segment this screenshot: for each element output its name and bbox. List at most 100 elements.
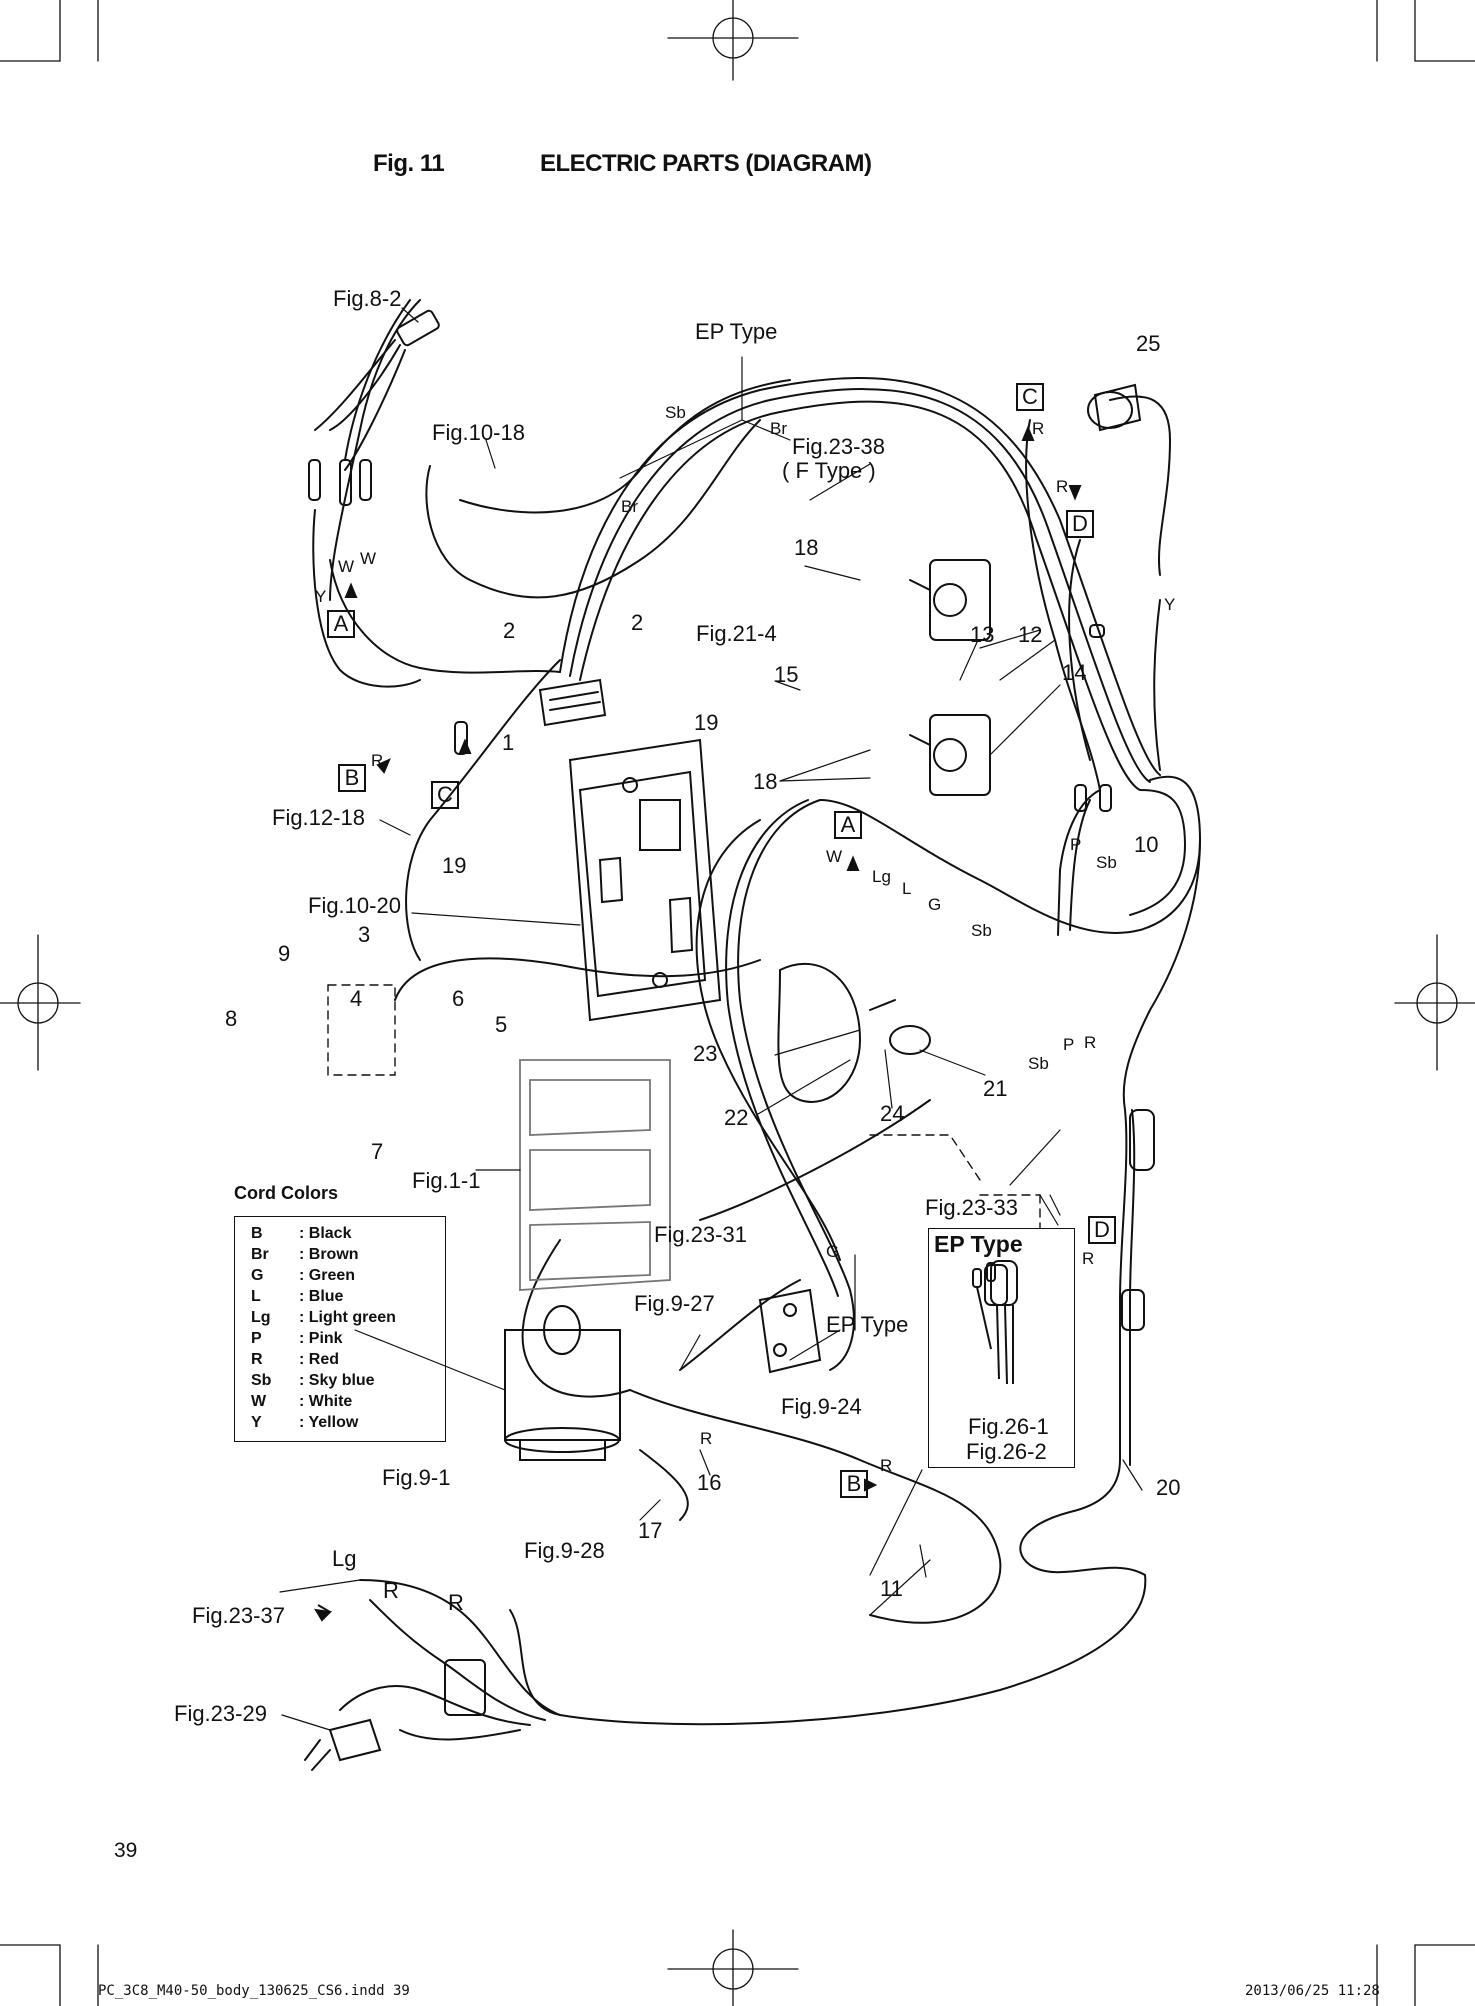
legend-row: R: Red xyxy=(235,1351,445,1372)
wire-code-g-mid: G xyxy=(928,895,942,914)
wire-code-r-d: R xyxy=(1056,477,1069,496)
ref-ep-type-mid: EP Type xyxy=(826,1312,909,1337)
legend-color: : Yellow xyxy=(299,1414,359,1431)
legend-code: B xyxy=(251,1225,263,1242)
ref-fig23-37: Fig.23-37 xyxy=(192,1603,285,1628)
ref-fig1-1: Fig.1-1 xyxy=(412,1168,481,1193)
ep-type-inset-title: EP Type xyxy=(934,1231,1023,1257)
connector-a-mid: A xyxy=(834,811,862,839)
legend-color: : Green xyxy=(299,1267,356,1284)
part-12: 12 xyxy=(1018,622,1043,647)
legend-color: : Sky blue xyxy=(299,1372,375,1389)
leader-lines xyxy=(279,307,1143,1731)
part-3: 3 xyxy=(358,922,371,947)
wire-code-w-a2: W xyxy=(360,549,377,568)
legend-code: Y xyxy=(251,1414,262,1431)
wire-code-g-low: G xyxy=(826,1242,840,1261)
legend-code: G xyxy=(251,1267,264,1284)
wire-code-w-mid: W xyxy=(826,847,843,866)
figure-number: Fig. 11 xyxy=(373,150,445,177)
wire-code-r-bottom-1: R xyxy=(383,1578,399,1603)
wire-code-p-low: P xyxy=(1063,1035,1075,1054)
connector-b-bottom: B xyxy=(840,1470,868,1498)
connector-c-left: C xyxy=(431,781,459,809)
ref-fig26-1: Fig.26-1 xyxy=(968,1414,1049,1439)
connector-d-right: D xyxy=(1088,1216,1116,1244)
print-slug-file: PC_3C8_M40-50_body_130625_CS6.indd 39 xyxy=(98,1983,410,1999)
wire-code-w-a: W xyxy=(338,557,355,576)
starter-motor-drawing xyxy=(504,1305,621,1461)
part-2-left: 2 xyxy=(503,618,516,643)
ref-fig23-38: Fig.23-38 xyxy=(792,434,885,459)
legend-color: : Pink xyxy=(299,1330,343,1347)
part-15: 15 xyxy=(774,662,799,687)
cord-colors-title: Cord Colors xyxy=(234,1183,339,1203)
ref-ep-type-top: EP Type xyxy=(695,319,778,344)
legend-code: R xyxy=(251,1351,263,1368)
part-6: 6 xyxy=(452,986,465,1011)
wire-code-y-left: Y xyxy=(315,587,327,606)
main-connector-drawing xyxy=(304,1659,486,1771)
part-21: 21 xyxy=(983,1076,1008,1101)
part-10: 10 xyxy=(1134,832,1159,857)
part-25: 25 xyxy=(1136,331,1161,356)
sensor-25-drawing xyxy=(1093,383,1142,432)
wire-code-lg-bottom: Lg xyxy=(332,1546,357,1571)
ref-fig26-2: Fig.26-2 xyxy=(966,1439,1047,1464)
legend-row: L : Blue xyxy=(235,1288,445,1309)
ref-f-type: ( F Type ) xyxy=(782,458,876,483)
ref-fig23-33: Fig.23-33 xyxy=(925,1195,1018,1220)
part-22: 22 xyxy=(724,1105,749,1130)
wire-harness xyxy=(312,299,1202,1741)
ref-fig9-28: Fig.9-28 xyxy=(524,1538,605,1563)
wire-code-p-right: P xyxy=(1070,835,1082,854)
legend-color: : White xyxy=(299,1393,353,1410)
legend-row: Y : Yellow xyxy=(235,1414,445,1435)
part-19-left: 19 xyxy=(442,853,467,878)
legend-color: : Light green xyxy=(299,1309,396,1326)
legend-row: G : Green xyxy=(235,1267,445,1288)
part-7: 7 xyxy=(371,1139,384,1164)
part-4: 4 xyxy=(350,986,363,1011)
wire-code-l: L xyxy=(902,879,912,898)
wire-code-sb-right: Sb xyxy=(1096,853,1117,872)
part-5: 5 xyxy=(495,1012,508,1037)
legend-row: W : White xyxy=(235,1393,445,1414)
wire-code-r-b: R xyxy=(371,751,384,770)
print-slug-timestamp: 2013/06/25 11:28 xyxy=(1245,1983,1380,1999)
starter-relay-drawing xyxy=(758,1288,822,1374)
legend-code: Sb xyxy=(251,1372,272,1389)
part-2-right: 2 xyxy=(631,610,644,635)
part-9: 9 xyxy=(278,941,291,966)
page-number: 39 xyxy=(114,1839,138,1862)
wire-code-sb-mid: Sb xyxy=(971,921,992,940)
part-11: 11 xyxy=(880,1576,903,1601)
ref-fig10-18: Fig.10-18 xyxy=(432,420,525,445)
wire-code-r-low: R xyxy=(1084,1033,1097,1052)
wire-code-br-mid: Br xyxy=(621,497,638,516)
part-23: 23 xyxy=(693,1041,718,1066)
legend-code: L xyxy=(251,1288,261,1305)
part-19-top: 19 xyxy=(694,710,719,735)
connector-b-left: B xyxy=(338,764,366,792)
wire-code-y-right: Y xyxy=(1164,595,1176,614)
pulser-coil-drawing xyxy=(777,962,931,1103)
legend-code: P xyxy=(251,1330,262,1347)
part-14: 14 xyxy=(1062,660,1087,685)
part-24: 24 xyxy=(880,1101,905,1126)
legend-color: : Blue xyxy=(299,1288,344,1305)
legend-row: P : Pink xyxy=(235,1330,445,1351)
part-20: 20 xyxy=(1156,1475,1181,1500)
ref-fig8-2: Fig.8-2 xyxy=(333,286,402,311)
wire-code-r-relay: R xyxy=(700,1429,713,1448)
ep-connector-drawing xyxy=(972,1260,1018,1385)
legend-code: W xyxy=(251,1393,267,1410)
ref-fig23-29: Fig.23-29 xyxy=(174,1701,267,1726)
wire-code-r-ep: R xyxy=(1082,1249,1095,1268)
wire-code-sb-top: Sb xyxy=(665,403,686,422)
part-17: 17 xyxy=(638,1518,663,1543)
ref-fig9-24: Fig.9-24 xyxy=(781,1394,862,1419)
legend-color: : Brown xyxy=(299,1246,359,1263)
